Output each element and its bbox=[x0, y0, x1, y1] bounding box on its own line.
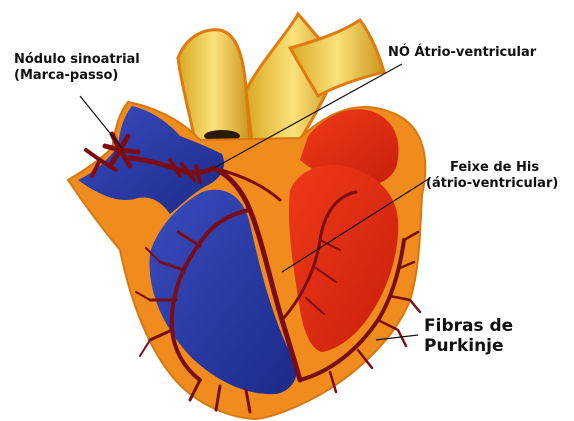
av-node-label-line1: NÓ Átrio-ventricular bbox=[388, 45, 536, 61]
his-bundle-label-line2: (átrio-ventricular) bbox=[426, 176, 558, 192]
sa-node-label: Nódulo sinoatrial (Marca-passo) bbox=[14, 52, 140, 83]
leader-sa-node bbox=[80, 96, 122, 148]
sa-node-label-line2: (Marca-passo) bbox=[14, 68, 140, 84]
his-bundle-label-line1: Feixe de His bbox=[432, 160, 558, 176]
purkinje-label-line2: Purkinje bbox=[424, 336, 513, 356]
av-node-label: NÓ Átrio-ventricular bbox=[388, 45, 536, 61]
sa-node-label-line1: Nódulo sinoatrial bbox=[14, 52, 140, 68]
purkinje-label: Fibras de Purkinje bbox=[424, 316, 513, 357]
purkinje-label-line1: Fibras de bbox=[424, 316, 513, 336]
his-bundle-label: Feixe de His (átrio-ventricular) bbox=[432, 160, 558, 191]
